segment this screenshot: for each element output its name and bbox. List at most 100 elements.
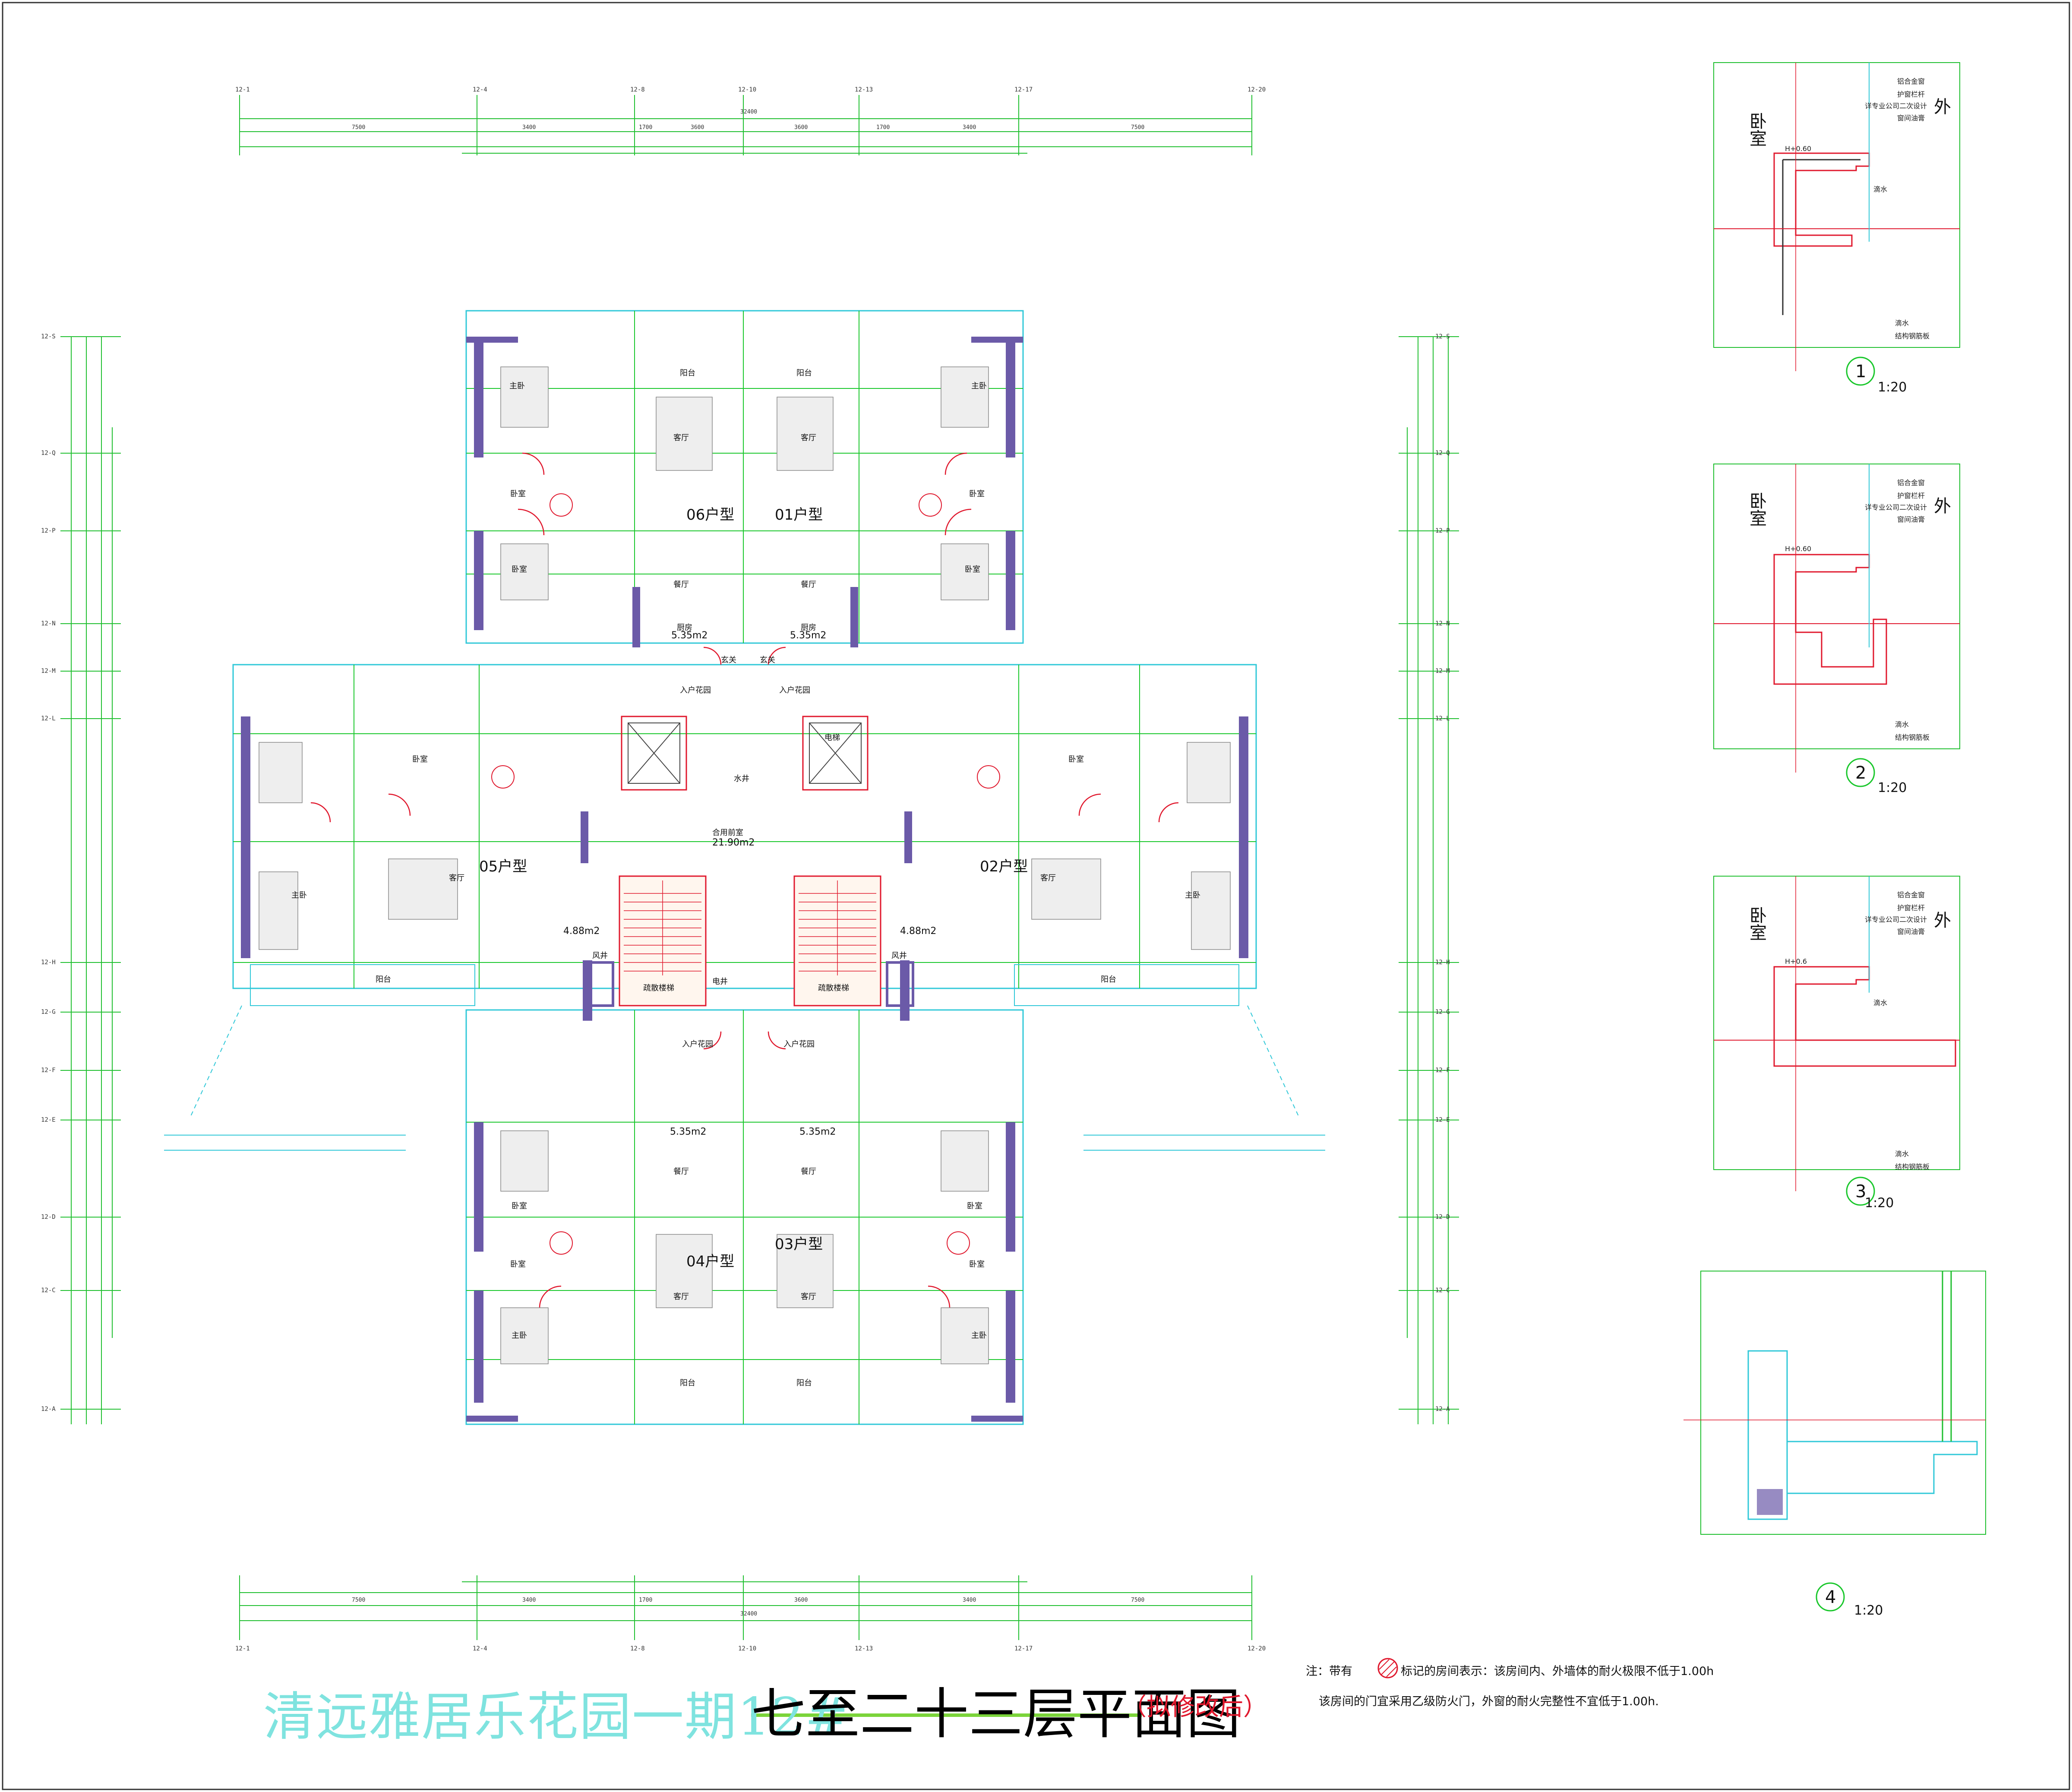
- building-core: [586, 716, 914, 1007]
- note-line1: 标记的房间表示：该房间内、外墙体的耐火极限不低于1.00h: [1401, 1665, 1714, 1678]
- side-axis-label: 12-D: [41, 1214, 56, 1221]
- side-axis-label: 12-D: [1435, 1214, 1450, 1221]
- fire-rated-markers: [491, 493, 1000, 1255]
- detail-1-section: [1714, 63, 1960, 386]
- room-label: 阳台: [1101, 975, 1116, 984]
- room-label: 风井: [592, 951, 608, 960]
- axis-label: 12-8: [630, 86, 645, 93]
- detail-3-scale: 1:20: [1865, 1196, 1894, 1211]
- room-label: 阳台: [376, 975, 391, 984]
- room-label: 厨房: [801, 623, 816, 632]
- side-axis-label: 12-F: [41, 1067, 56, 1074]
- axis-label: 12-8: [630, 1645, 645, 1652]
- side-axis-label: 12-H: [1435, 959, 1450, 966]
- side-axis-label: 12-L: [41, 715, 56, 722]
- room-label: 卧室: [969, 1260, 985, 1269]
- side-axis-label: 12-F: [1435, 1067, 1450, 1074]
- room-label: 电梯: [824, 733, 840, 742]
- detail-4-number: 4: [1825, 1587, 1836, 1607]
- detail-2-height: H+0.60: [1785, 545, 1812, 553]
- project-title: 清远雅居乐花园一期12#: [263, 1687, 850, 1747]
- detail-note: 结构钢筋板: [1895, 733, 1930, 741]
- room-label: 厨房: [677, 623, 692, 632]
- detail-3-room-label: 卧室: [1747, 906, 1766, 941]
- detail-note: 护窗栏杆: [1897, 90, 1925, 98]
- detail-1-outside-label: 外: [1934, 97, 1951, 117]
- side-axis-label: 12-L: [1435, 715, 1450, 722]
- room-label: 客厅: [673, 433, 689, 442]
- room-label: 卧室: [412, 755, 428, 764]
- top-dim-segment-4: 3600: [691, 124, 704, 131]
- room-label: 客厅: [673, 1292, 689, 1301]
- side-axis-label: 12-P: [1435, 527, 1450, 534]
- detail-3-height: H+0.6: [1785, 957, 1807, 965]
- kitchen-area-label: 4.88m2: [900, 926, 937, 937]
- detail-1-height: H+0.60: [1785, 145, 1812, 153]
- side-axis-label: 12-C: [41, 1287, 56, 1294]
- room-label: 餐厅: [673, 580, 689, 589]
- side-axis-label: 12-A: [41, 1406, 56, 1413]
- detail-note: 窗间油膏: [1897, 114, 1925, 122]
- detail-note: 窗间油膏: [1897, 928, 1925, 936]
- room-label: 玄关: [760, 656, 775, 665]
- room-label: 玄关: [721, 656, 736, 665]
- furniture: [259, 366, 1231, 1364]
- side-axis-label: 12-A: [1435, 1406, 1450, 1413]
- side-axis-label: 12-N: [41, 620, 56, 627]
- side-axis-label: 12-S: [1435, 333, 1450, 340]
- room-label: 阳台: [796, 369, 812, 378]
- detail-note: 铝合金窗: [1897, 77, 1925, 85]
- detail-note: 滴水: [1895, 1150, 1909, 1158]
- side-axis-label: 12-H: [41, 959, 56, 966]
- plan-title: 七至二十三层平面图: [751, 1682, 1241, 1746]
- bottom-dimension-chain: [239, 1575, 1252, 1640]
- top-dim-segment-1: 7500: [352, 124, 366, 131]
- detail-4-section: [1684, 1271, 1986, 1612]
- detail-1-frame: [1713, 62, 1960, 348]
- room-label: 客厅: [801, 433, 816, 442]
- side-axis-label: 12-M: [41, 668, 56, 675]
- bottom-dim-segment-6: 7500: [1131, 1597, 1145, 1603]
- bottom-dim-segment-2: 3400: [522, 1597, 536, 1603]
- structural-walls: [241, 337, 1248, 1422]
- detail-note: 铝合金窗: [1897, 891, 1925, 899]
- axis-label: 12-13: [855, 1645, 873, 1652]
- side-axis-label: 12-C: [1435, 1287, 1450, 1294]
- axis-label: 12-4: [473, 86, 487, 93]
- detail-note: 结构钢筋板: [1895, 332, 1930, 340]
- detail-1-room-label: 卧室: [1747, 112, 1766, 147]
- room-label: 主卧: [1185, 891, 1200, 900]
- axis-label: 12-10: [738, 1645, 757, 1652]
- room-label: 卧室: [967, 1202, 982, 1211]
- room-label: 客厅: [1040, 874, 1056, 883]
- axis-label: 12-1: [235, 1645, 250, 1652]
- detail-2-scale: 1:20: [1878, 780, 1907, 795]
- room-label: 卧室: [969, 489, 985, 498]
- axis-label: 12-20: [1248, 1645, 1266, 1652]
- balcony-outline: [164, 964, 1325, 1151]
- room-label: 水井: [734, 774, 749, 783]
- axis-label: 12-17: [1014, 1645, 1033, 1652]
- detail-2-outside-label: 外: [1934, 496, 1951, 516]
- room-label: 入户花园: [779, 686, 810, 695]
- detail-note: 护窗栏杆: [1897, 492, 1925, 500]
- detail-note: 滴水: [1895, 319, 1909, 327]
- detail-2-frame: [1713, 464, 1960, 749]
- detail-note: 详专业公司二次设计: [1865, 102, 1927, 110]
- room-label: 卧室: [510, 1260, 526, 1269]
- right-dimension-chain: [1399, 336, 1459, 1424]
- side-axis-label: 12-S: [41, 333, 56, 340]
- room-label: 餐厅: [801, 1167, 816, 1176]
- detail-note: 滴水: [1895, 720, 1909, 729]
- detail-1-scale: 1:20: [1878, 380, 1907, 395]
- detail-4-scale: 1:20: [1854, 1603, 1883, 1618]
- detail-2-room-label: 卧室: [1747, 492, 1766, 527]
- left-dimension-chain: [60, 336, 121, 1424]
- bottom-dim-total: 32400: [740, 1611, 758, 1617]
- room-label: 主卧: [291, 891, 307, 900]
- top-dim-segment-3: 1700: [639, 124, 653, 131]
- room-label: 阳台: [796, 1379, 812, 1388]
- room-label: 入户花园: [682, 1040, 713, 1049]
